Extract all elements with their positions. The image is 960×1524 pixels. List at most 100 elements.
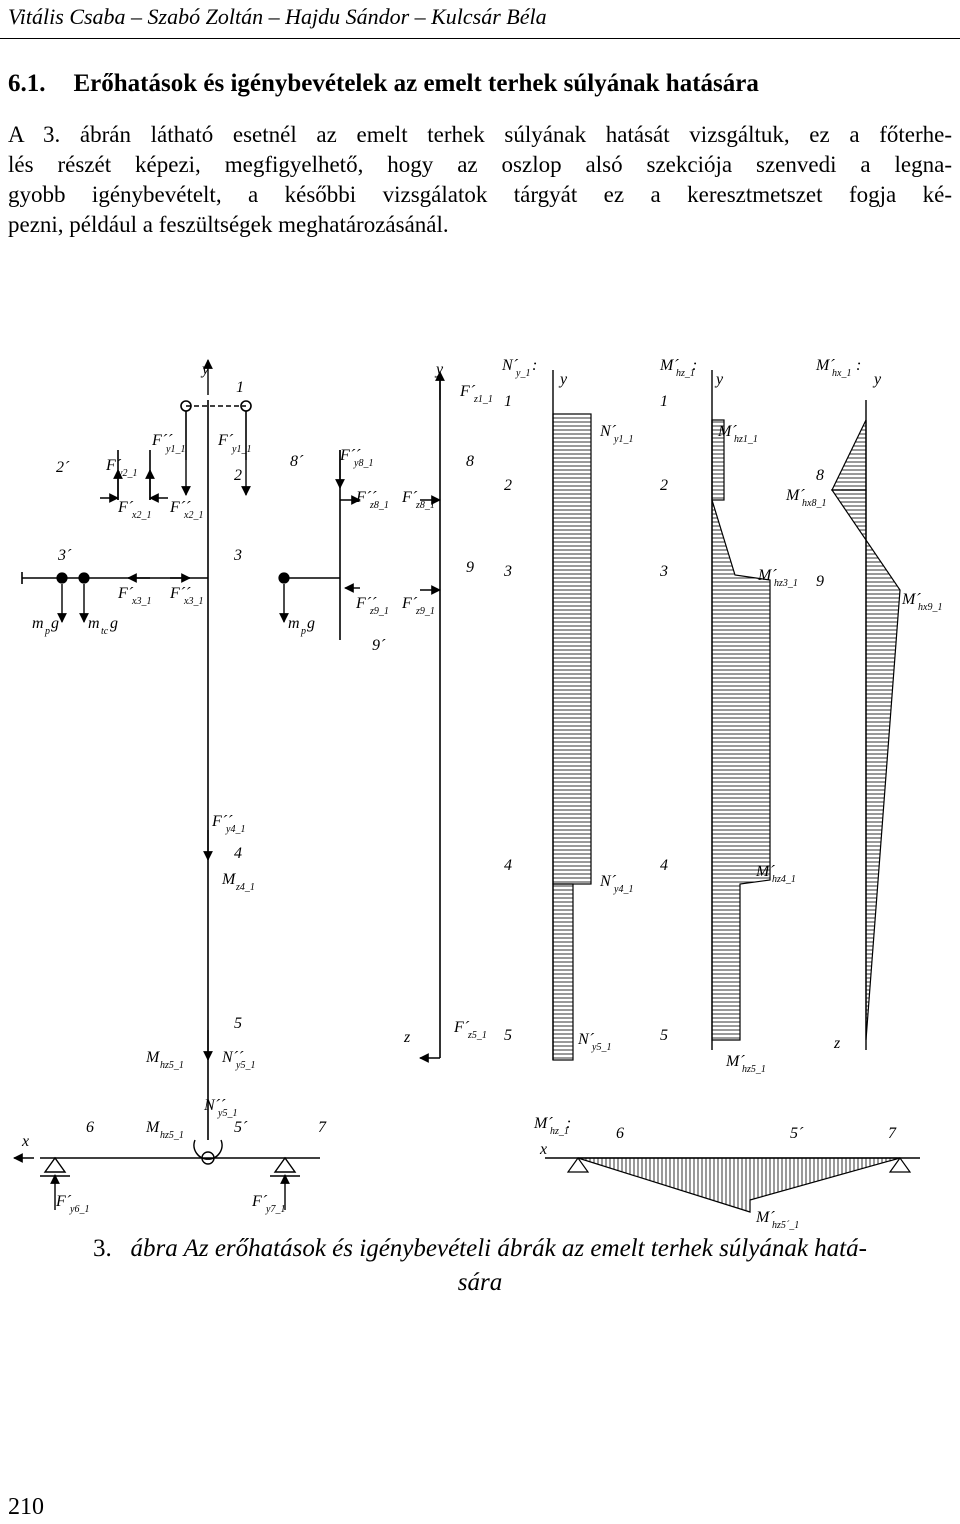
label-node-9-Mx: 9 bbox=[816, 573, 824, 590]
mass-symbols bbox=[56, 572, 290, 584]
label-node-1: 1 bbox=[236, 379, 244, 396]
label-F-y8: F´´ bbox=[339, 447, 361, 464]
sub-z5: z5_1 bbox=[467, 1030, 487, 1041]
label-mtc: m bbox=[88, 615, 100, 632]
label-colon-2: : bbox=[692, 357, 697, 374]
label-node-9p: 9´ bbox=[372, 637, 386, 654]
label-node-3-N: 3 bbox=[503, 563, 512, 580]
sub-x3-a: x3_1 bbox=[131, 596, 151, 607]
label-F-x3-a: F´ bbox=[117, 585, 134, 602]
label-node-5-N: 5 bbox=[504, 1027, 512, 1044]
label-node-9: 9 bbox=[466, 559, 474, 576]
label-x-2: x bbox=[539, 1141, 547, 1158]
label-colon-3: : bbox=[856, 357, 861, 374]
label-node-8p: 8´ bbox=[290, 453, 304, 470]
sub-N-y5-diag: y5_1 bbox=[591, 1042, 611, 1053]
label-node-7: 7 bbox=[318, 1119, 327, 1136]
sub-Mhz-title: hz_1 bbox=[676, 368, 695, 379]
running-head-authors: Vitális Csaba – Szabó Zoltán – Hajdu Sán… bbox=[8, 4, 547, 29]
label-g-2: g bbox=[110, 615, 118, 632]
sub-x2-a: x2_1 bbox=[131, 510, 151, 521]
sub-z1: z1_1 bbox=[473, 394, 493, 405]
label-node-1-M: 1 bbox=[660, 393, 668, 410]
label-y: y bbox=[200, 361, 210, 378]
label-node-5p-b: 5´ bbox=[790, 1125, 804, 1142]
label-node-8-Mx: 8 bbox=[816, 467, 824, 484]
figure-caption: 3. ábra Az erőhatások és igénybevételi á… bbox=[0, 1232, 960, 1300]
sub-mtc: tc bbox=[101, 626, 109, 637]
label-Mhz-title: M´ bbox=[659, 357, 679, 374]
label-node-4: 4 bbox=[234, 845, 242, 862]
body-line: A 3. ábrán látható esetnél az emelt terh… bbox=[8, 122, 952, 147]
label-g-1: g bbox=[51, 615, 59, 632]
label-M-hz1: M´ bbox=[717, 423, 737, 440]
sub-z9-a: z9_1 bbox=[369, 606, 389, 617]
bending-moment-hz-diagram bbox=[711, 370, 771, 1050]
label-N-y4: N´ bbox=[599, 873, 617, 890]
sub-y6: y6_1 bbox=[69, 1204, 89, 1215]
force-arrows bbox=[13, 359, 445, 1210]
sub-y1-a: y1_1 bbox=[165, 444, 185, 455]
body-line: lés részét képezi, megfigyelhető, hogy a… bbox=[8, 152, 952, 177]
label-y-4: y bbox=[714, 371, 724, 388]
label-node-3p: 3´ bbox=[57, 547, 72, 564]
label-mp-1: m bbox=[32, 615, 44, 632]
sub-y4: y4_1 bbox=[225, 824, 245, 835]
label-F-z1: F´ bbox=[459, 383, 476, 400]
label-N-title: N´ bbox=[501, 357, 519, 374]
sub-hz5: hz5_1 bbox=[160, 1060, 184, 1071]
sub-M-hz3: hz3_1 bbox=[774, 578, 798, 589]
sub-z8-a: z8_1 bbox=[369, 500, 389, 511]
sub-mp-2: p bbox=[300, 626, 306, 637]
label-mp-2: m bbox=[288, 615, 300, 632]
sub-z9-b: z9_1 bbox=[415, 606, 435, 617]
sub-z8-b: z8_1 bbox=[415, 500, 435, 511]
label-node-4-N: 4 bbox=[504, 857, 512, 874]
sub-z4: z4_1 bbox=[235, 882, 255, 893]
label-node-1-N: 1 bbox=[504, 393, 512, 410]
label-F-y1-a: F´´ bbox=[151, 432, 173, 449]
label-M-hz5-b: M bbox=[145, 1119, 161, 1136]
label-node-3-M: 3 bbox=[659, 563, 668, 580]
label-colon-1: : bbox=[532, 357, 537, 374]
sub-hz5-b: hz5_1 bbox=[160, 1130, 184, 1141]
bending-moment-hx-diagram bbox=[830, 400, 901, 1050]
label-N-y5-diag: N´ bbox=[577, 1031, 595, 1048]
sub-N-y4: y4_1 bbox=[613, 884, 633, 895]
label-F-x2-a: F´ bbox=[117, 499, 134, 516]
caption-label: ábra bbox=[130, 1235, 178, 1262]
label-M-hz4: M´ bbox=[755, 863, 775, 880]
sub-x3-b: x3_1 bbox=[183, 596, 203, 607]
label-node-2: 2 bbox=[234, 467, 242, 484]
label-g-3: g bbox=[307, 615, 315, 632]
label-F-z5: F´ bbox=[453, 1019, 470, 1036]
label-F-y6: F´ bbox=[55, 1193, 72, 1210]
label-N-y1: N´ bbox=[599, 423, 617, 440]
label-z: z bbox=[403, 1029, 411, 1046]
caption-text-1: Az erőhatások és igénybevételi ábrák az … bbox=[183, 1235, 867, 1262]
label-F-z9-a: F´´ bbox=[355, 595, 377, 612]
label-F-z8-b: F´ bbox=[401, 489, 418, 506]
label-node-6-b: 6 bbox=[616, 1125, 624, 1142]
sub-M-hz5p: hz5´_1 bbox=[772, 1220, 799, 1230]
label-x: x bbox=[21, 1133, 29, 1150]
body-paragraph: A 3. ábrán látható esetnél az emelt terh… bbox=[8, 120, 952, 240]
label-node-2-N: 2 bbox=[504, 477, 512, 494]
body-line: gyobb igénybevételt, a későbbi vizsgálat… bbox=[8, 182, 952, 207]
label-z-2: z bbox=[833, 1035, 841, 1052]
beam-moment-diagram bbox=[545, 1156, 920, 1213]
label-N-y5: N´´ bbox=[221, 1049, 244, 1066]
sub-y2: y2_1 bbox=[117, 468, 137, 479]
label-M-hz5-diag: M´ bbox=[725, 1053, 745, 1070]
sub-y7: y7_1 bbox=[265, 1204, 285, 1215]
caption-text-2: sára bbox=[457, 1269, 503, 1296]
caption-number: 3. bbox=[93, 1235, 112, 1262]
label-node-3: 3 bbox=[233, 547, 242, 564]
label-y-5: y bbox=[872, 371, 882, 388]
label-M-hx9: M´ bbox=[901, 591, 921, 608]
sub-M-hx8: hx8_1 bbox=[802, 498, 826, 509]
label-F-x2-b: F´´ bbox=[169, 499, 191, 516]
section-title: Erőhatások és igénybevételek az emelt te… bbox=[73, 70, 759, 97]
label-F-y2: F´ bbox=[105, 457, 122, 474]
sub-Mhx-title: hx_1 bbox=[832, 368, 851, 379]
